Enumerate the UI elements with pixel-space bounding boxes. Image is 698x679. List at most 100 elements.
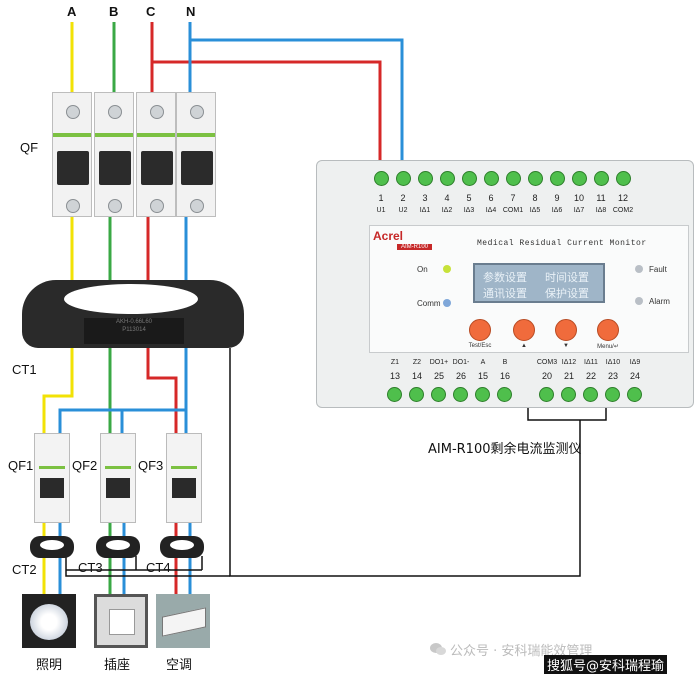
top-terminal-name: U1 [376, 207, 386, 214]
top-terminal-num: 4 [444, 193, 450, 203]
top-terminal-num: 6 [488, 193, 494, 203]
breaker-pole-n [176, 92, 216, 217]
top-terminal-name: U2 [398, 207, 408, 214]
top-terminal-name: IΔ3 [463, 207, 475, 214]
residual-current-monitor: 1 2 3 4 5 6 7 8 9 10 11 12 U1 U2 IΔ1 IΔ2… [316, 160, 694, 408]
top-terminal-row [317, 171, 693, 189]
led-label-comm: Comm [417, 299, 441, 308]
button-label: Test/Esc [468, 343, 492, 349]
breaker-qf3 [166, 433, 202, 523]
qf2-label: QF2 [72, 458, 98, 473]
ct1-label: CT1 [12, 362, 37, 377]
top-terminal-name: COM1 [502, 207, 524, 214]
bottom-terminal-num: 26 [455, 371, 466, 381]
ct2-label: CT2 [12, 562, 37, 577]
down-arrow-button[interactable] [555, 319, 577, 341]
top-terminal-name: IΔ8 [595, 207, 607, 214]
ct3-label: CT3 [78, 560, 103, 575]
current-transformer-ct4 [160, 536, 204, 558]
ct1-model-text: AKH-0.66L60 [115, 319, 153, 325]
lcd-menu-item: 参数设置 [483, 271, 527, 284]
load-caption-socket: 插座 [104, 658, 131, 673]
bottom-terminal-name: Z2 [412, 359, 422, 366]
alarm-led-icon [635, 297, 643, 305]
breaker-qf1 [34, 433, 70, 523]
bottom-terminal-name: DO1+ [429, 359, 449, 366]
led-label-on: On [417, 265, 428, 274]
brand-logo: Acrel [373, 229, 404, 243]
top-terminal-num: 7 [510, 193, 516, 203]
top-terminal-num: 11 [596, 193, 606, 203]
qf-label: QF [20, 140, 39, 155]
wire-signal-ct2 [65, 556, 230, 577]
top-terminal-num: 8 [532, 193, 538, 203]
top-terminal-name: IΔ5 [529, 207, 541, 214]
lcd-menu-item: 保护设置 [545, 287, 589, 300]
bottom-terminal-name: DO1- [452, 359, 470, 366]
watermark-sohu: 搜狐号@安科瑞程瑜 [544, 655, 668, 674]
bottom-terminal-num: 16 [499, 371, 510, 381]
led-label-fault: Fault [649, 265, 667, 274]
current-transformer-ct2 [30, 536, 74, 558]
bottom-terminal-name: COM3 [536, 359, 558, 366]
top-terminal-name: IΔ4 [485, 207, 497, 214]
ct1-serial-text: P113014 [122, 327, 146, 333]
bottom-terminal-num: 14 [411, 371, 422, 381]
top-terminal-num: 9 [554, 193, 560, 203]
wechat-icon [430, 643, 446, 655]
wire-signal-ct1 [229, 348, 581, 577]
breaker-qf2 [100, 433, 136, 523]
bottom-terminal-num: 13 [389, 371, 400, 381]
wire-neutral-top [190, 38, 404, 168]
bottom-terminal-num: 15 [477, 371, 488, 381]
wire-phase-c-top [152, 60, 382, 168]
ct4-label: CT4 [146, 560, 171, 575]
lcd-menu-item: 通讯设置 [483, 287, 527, 300]
breaker-pole-b [94, 92, 134, 217]
led-label-alarm: Alarm [649, 297, 670, 306]
bottom-terminal-num: 25 [433, 371, 444, 381]
phase-label-b: B [109, 4, 119, 19]
button-label: ▼ [563, 343, 569, 349]
load-caption-lighting: 照明 [36, 658, 63, 673]
top-terminal-name: IΔ7 [573, 207, 585, 214]
top-terminal-name: COM2 [612, 207, 634, 214]
menu-enter-button[interactable] [597, 319, 619, 341]
top-terminal-num: 12 [617, 193, 628, 203]
model-badge: AIM-R100 [397, 244, 433, 250]
qf1-label: QF1 [8, 458, 34, 473]
test-esc-button[interactable] [469, 319, 491, 341]
phase-label-c: C [146, 4, 156, 19]
breaker-pole-c [136, 92, 176, 217]
on-led-icon [443, 265, 451, 273]
bottom-terminal-name: Z1 [390, 359, 400, 366]
bottom-terminal-name: B [502, 359, 508, 366]
phase-label-a: A [67, 4, 77, 19]
device-caption: AIM-R100剩余电流监测仪 [428, 442, 582, 457]
qf3-label: QF3 [138, 458, 164, 473]
top-terminal-name: IΔ2 [441, 207, 453, 214]
bottom-terminal-name: IΔ12 [561, 359, 577, 366]
air-conditioner-load-icon [156, 594, 210, 648]
bottom-terminal-num: 20 [541, 371, 552, 381]
current-transformer-ct1: AKH-0.66L60 P113014 [22, 280, 244, 348]
comm-led-icon [443, 299, 451, 307]
bottom-terminal-row [317, 387, 693, 405]
fault-led-icon [635, 265, 643, 273]
button-label: ▲ [521, 343, 527, 349]
bottom-terminal-num: 24 [629, 371, 640, 381]
top-terminal-num: 5 [466, 193, 472, 203]
bottom-terminal-num: 23 [607, 371, 618, 381]
top-terminal-num: 10 [573, 193, 584, 203]
device-title: Medical Residual Current Monitor [477, 239, 647, 248]
main-breaker-qf [50, 92, 216, 217]
wire-signal-dev [527, 408, 607, 421]
socket-load-icon [94, 594, 148, 648]
top-terminal-num: 2 [400, 193, 406, 203]
lcd-screen: 参数设置 时间设置 通讯设置 保护设置 [473, 263, 605, 303]
up-arrow-button[interactable] [513, 319, 535, 341]
top-terminal-name: IΔ1 [419, 207, 431, 214]
bottom-terminal-num: 22 [585, 371, 596, 381]
bottom-terminal-name: IΔ10 [605, 359, 621, 366]
load-caption-ac: 空调 [166, 658, 193, 673]
